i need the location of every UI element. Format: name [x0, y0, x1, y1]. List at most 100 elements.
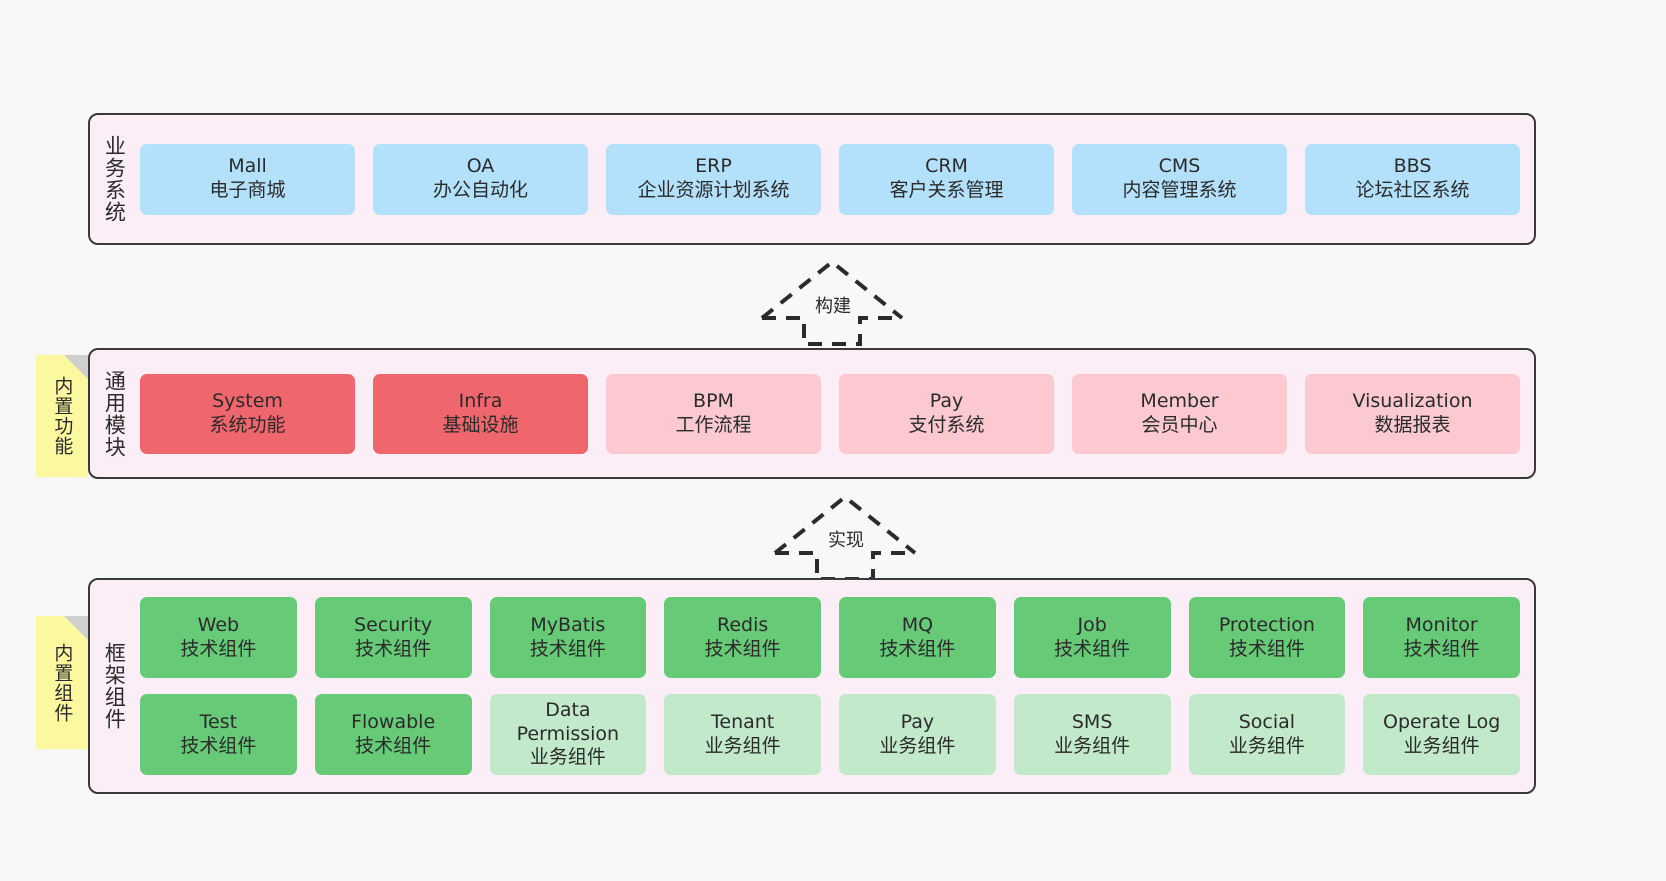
card-row: Web 技术组件 Security 技术组件 MyBatis 技术组件 Redi… — [140, 597, 1520, 678]
card-flowable[interactable]: Flowable 技术组件 — [314, 694, 472, 775]
card-subtitle: 技术组件 — [355, 637, 432, 660]
layer-title-common-modules: 通用模块 — [102, 369, 127, 458]
card-title: Security — [354, 613, 433, 636]
card-monitor[interactable]: Monitor 技术组件 — [1363, 597, 1520, 678]
card-subtitle: 工作流程 — [675, 413, 752, 436]
card-subtitle: 会员中心 — [1141, 413, 1218, 436]
card-cms[interactable]: CMS 内容管理系统 — [1072, 143, 1287, 215]
card-title: CRM — [925, 155, 968, 178]
card-subtitle: 技术组件 — [1228, 637, 1305, 660]
card-subtitle: 内容管理系统 — [1122, 179, 1237, 201]
card-row: Test 技术组件 Flowable 技术组件 Data Permission … — [140, 694, 1520, 775]
layer-business-systems: 业务系统 Mall 电子商城 OA 办公自动化 ERP 企业资源计划系统 CRM… — [88, 113, 1536, 245]
card-bbs[interactable]: BBS 论坛社区系统 — [1305, 143, 1520, 215]
card-web[interactable]: Web 技术组件 — [140, 597, 297, 678]
card-infra[interactable]: Infra 基础设施 — [373, 373, 588, 454]
card-subtitle: 数据报表 — [1374, 413, 1451, 436]
card-member[interactable]: Member 会员中心 — [1072, 373, 1287, 454]
card-sms[interactable]: SMS 业务组件 — [1013, 694, 1171, 775]
card-job[interactable]: Job 技术组件 — [1013, 597, 1171, 678]
card-title: Visualization — [1352, 389, 1473, 412]
layer-body-common-modules: System 系统功能 Infra 基础设施 BPM 工作流程 Pay 支付系统… — [138, 350, 1534, 477]
note-builtin-components: 内置组件 — [36, 616, 88, 749]
card-title: Monitor — [1405, 613, 1478, 636]
card-operate-log[interactable]: Operate Log 业务组件 — [1363, 694, 1520, 775]
card-title: Pay — [929, 389, 964, 412]
card-title: Web — [197, 613, 240, 636]
card-title: Data Permission — [516, 698, 620, 745]
card-subtitle: 业务组件 — [529, 746, 606, 769]
card-subtitle: 业务组件 — [1228, 734, 1305, 757]
card-subtitle: 系统功能 — [209, 413, 286, 436]
card-title: BPM — [693, 389, 734, 412]
card-mq[interactable]: MQ 技术组件 — [839, 597, 996, 678]
card-title: Job — [1077, 613, 1107, 636]
card-subtitle: 技术组件 — [529, 637, 606, 660]
card-tenant[interactable]: Tenant 业务组件 — [664, 694, 821, 775]
card-subtitle: 支付系统 — [908, 413, 985, 436]
card-title: MyBatis — [530, 613, 606, 636]
card-row: Mall 电子商城 OA 办公自动化 ERP 企业资源计划系统 CRM 客户关系… — [140, 143, 1520, 215]
card-security[interactable]: Security 技术组件 — [314, 597, 472, 678]
card-mall[interactable]: Mall 电子商城 — [140, 143, 355, 215]
card-subtitle: 业务组件 — [1403, 734, 1480, 757]
card-subtitle: 企业资源计划系统 — [637, 179, 790, 201]
layer-title-framework-components: 框架组件 — [102, 642, 127, 730]
card-oa[interactable]: OA 办公自动化 — [373, 143, 588, 215]
layer-title-business-systems: 业务系统 — [102, 135, 127, 223]
card-subtitle: 技术组件 — [180, 637, 257, 660]
layer-body-business-systems: Mall 电子商城 OA 办公自动化 ERP 企业资源计划系统 CRM 客户关系… — [138, 115, 1534, 243]
card-title: Redis — [716, 613, 769, 636]
card-protection[interactable]: Protection 技术组件 — [1188, 597, 1346, 678]
card-subtitle: 技术组件 — [1403, 637, 1480, 660]
card-title: Infra — [458, 389, 503, 412]
card-title: Social — [1238, 710, 1296, 733]
card-social[interactable]: Social 业务组件 — [1188, 694, 1346, 775]
card-title: System — [212, 389, 283, 412]
card-title: Test — [199, 710, 238, 733]
card-system[interactable]: System 系统功能 — [140, 373, 355, 454]
card-title: Pay — [900, 710, 935, 733]
card-pay-business[interactable]: Pay 业务组件 — [839, 694, 996, 775]
card-data-permission[interactable]: Data Permission 业务组件 — [489, 694, 647, 775]
card-title: Operate Log — [1382, 710, 1501, 733]
card-title: BBS — [1393, 155, 1432, 178]
card-title: Flowable — [351, 710, 436, 733]
note-builtin-features: 内置功能 — [36, 355, 88, 477]
card-title: CMS — [1158, 155, 1201, 178]
card-subtitle: 业务组件 — [879, 734, 956, 757]
card-title: Protection — [1218, 613, 1315, 636]
layer-body-framework-components: Web 技术组件 Security 技术组件 MyBatis 技术组件 Redi… — [138, 580, 1534, 792]
card-row: System 系统功能 Infra 基础设施 BPM 工作流程 Pay 支付系统… — [140, 373, 1520, 454]
card-subtitle: 办公自动化 — [432, 179, 528, 201]
card-mybatis[interactable]: MyBatis 技术组件 — [489, 597, 647, 678]
card-title: SMS — [1071, 710, 1113, 733]
card-subtitle: 技术组件 — [355, 734, 432, 757]
note-label: 内置功能 — [51, 376, 74, 456]
card-subtitle: 技术组件 — [1054, 637, 1131, 660]
card-crm[interactable]: CRM 客户关系管理 — [839, 143, 1054, 215]
card-subtitle: 论坛社区系统 — [1355, 179, 1470, 201]
card-title: OA — [466, 155, 495, 178]
card-title: Mall — [228, 155, 267, 178]
card-subtitle: 业务组件 — [704, 734, 781, 757]
card-test[interactable]: Test 技术组件 — [140, 694, 297, 775]
card-subtitle: 基础设施 — [442, 413, 519, 436]
card-subtitle: 客户关系管理 — [889, 179, 1004, 201]
arrow-label-build: 构建 — [815, 296, 851, 317]
card-title: Member — [1140, 389, 1219, 412]
note-fold-corner-icon — [64, 616, 88, 640]
card-subtitle: 电子商城 — [209, 179, 286, 201]
card-subtitle: 技术组件 — [704, 637, 781, 660]
card-subtitle: 技术组件 — [879, 637, 956, 660]
card-visualization[interactable]: Visualization 数据报表 — [1305, 373, 1520, 454]
card-redis[interactable]: Redis 技术组件 — [664, 597, 821, 678]
card-bpm[interactable]: BPM 工作流程 — [606, 373, 821, 454]
card-erp[interactable]: ERP 企业资源计划系统 — [606, 143, 821, 215]
layer-common-modules: 通用模块 System 系统功能 Infra 基础设施 BPM 工作流程 Pay… — [88, 348, 1536, 479]
card-pay[interactable]: Pay 支付系统 — [839, 373, 1054, 454]
note-label: 内置组件 — [51, 642, 74, 723]
layer-framework-components: 框架组件 Web 技术组件 Security 技术组件 MyBatis 技术组件… — [88, 578, 1536, 794]
card-subtitle: 业务组件 — [1054, 734, 1131, 757]
